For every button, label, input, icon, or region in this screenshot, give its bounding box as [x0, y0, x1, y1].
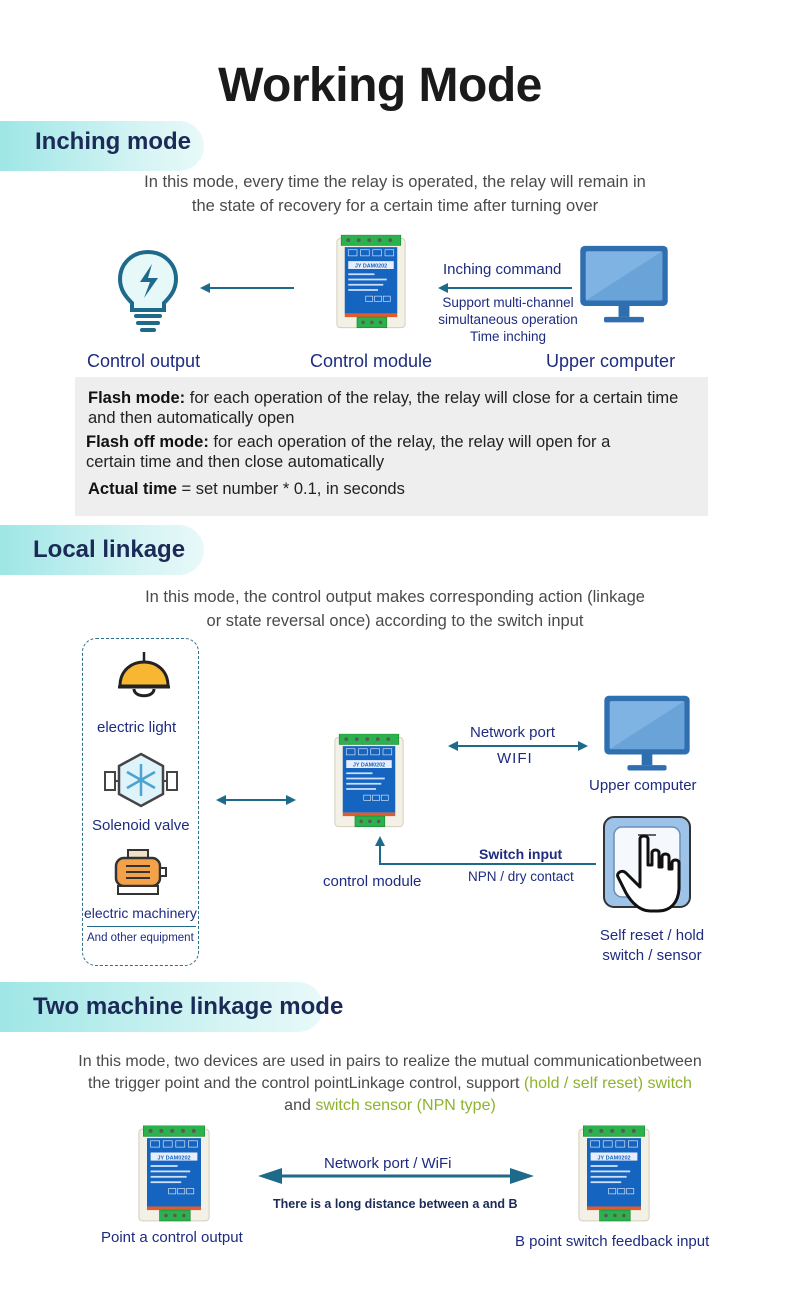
flash-mode-definition: Flash mode: for each operation of the re…	[88, 388, 698, 428]
electric-light-label: electric light	[97, 719, 177, 736]
double-arrow-a-b	[258, 1168, 534, 1184]
touch-switch-icon	[603, 816, 691, 913]
control-output-label: Control output	[87, 351, 201, 371]
arrow-inching-command	[438, 283, 572, 293]
flash-mode-label: Flash mode:	[88, 389, 186, 407]
switch-input-label: Switch input	[479, 846, 563, 862]
self-reset-line-1: Self reset / hold	[599, 927, 705, 944]
sensor-type-highlight: switch sensor (NPN type)	[315, 1097, 496, 1114]
two-machine-section-title: Two machine linkage mode	[33, 993, 344, 1020]
switch-input-connector	[375, 836, 596, 865]
self-reset-line-2: switch / sensor	[602, 947, 702, 964]
support-line-1: Support multi-channel	[442, 295, 574, 310]
description-l2-text: the trigger point and the control pointL…	[88, 1075, 524, 1092]
two-machine-section-header	[0, 982, 323, 1032]
point-a-label: Point a control output	[101, 1229, 243, 1246]
monitor-icon	[600, 694, 694, 774]
page-title: Working Mode	[218, 59, 542, 112]
flash-off-text-1: for each operation of the relay, the rel…	[208, 433, 611, 451]
flash-off-text-2: certain time and then close automaticall…	[86, 453, 385, 471]
wifi-label: WIFI	[497, 750, 533, 767]
description-l3-text: and	[284, 1097, 316, 1114]
double-arrow-network	[448, 741, 588, 751]
electric-machinery-label: electric machinery	[84, 905, 197, 921]
flash-mode-text-1: for each operation of the relay, the rel…	[185, 389, 679, 407]
other-equipment-label: And other equipment	[87, 932, 194, 944]
double-arrow-equipment	[216, 795, 296, 805]
divider	[87, 926, 196, 927]
inching-command-label: Inching command	[443, 261, 562, 278]
support-line-3: Time inching	[469, 329, 547, 344]
npn-dry-contact-label: NPN / dry contact	[468, 869, 574, 884]
two-machine-description: In this mode, two devices are used in pa…	[30, 1051, 750, 1117]
inching-mode-definitions	[75, 377, 708, 516]
local-description-line-1: In this mode, the control output makes c…	[145, 588, 645, 606]
relay-module-b-image	[578, 1120, 650, 1230]
inching-description: In this mode, every time the relay is op…	[40, 170, 750, 218]
self-reset-switch-label: Self reset / hold switch / sensor	[592, 926, 712, 966]
lightbulb-icon	[117, 249, 179, 332]
upper-computer-label: Upper computer	[546, 351, 676, 371]
relay-module-image	[336, 230, 406, 336]
inching-section-header	[0, 121, 204, 171]
inching-support-note: Support multi-channel simultaneous opera…	[430, 294, 586, 345]
control-module-label: Control module	[310, 351, 433, 371]
network-port-label: Network port	[470, 724, 556, 741]
two-machine-description-line-2: the trigger point and the control pointL…	[30, 1073, 750, 1095]
solenoid-valve-icon	[104, 752, 178, 808]
actual-time-text: = set number * 0.1, in seconds	[176, 480, 405, 498]
point-b-label: B point switch feedback input	[515, 1233, 710, 1250]
relay-module-image	[334, 728, 404, 836]
network-port-wifi-label: Network port / WiFi	[324, 1155, 452, 1172]
arrow-to-output	[200, 283, 294, 293]
inching-section-title: Inching mode	[35, 128, 191, 155]
inching-description-line-1: In this mode, every time the relay is op…	[144, 173, 646, 191]
control-module-label: control module	[323, 873, 422, 890]
two-machine-description-line-1: In this mode, two devices are used in pa…	[78, 1053, 702, 1070]
inching-description-line-2: the state of recovery for a certain time…	[191, 197, 599, 215]
upper-computer-label: Upper computer	[589, 777, 697, 794]
electric-machinery-icon	[114, 849, 167, 895]
relay-module-a-image	[138, 1120, 210, 1230]
solenoid-valve-label: Solenoid valve	[92, 817, 190, 834]
distance-note: There is a long distance between a and B	[273, 1197, 518, 1211]
local-description: In this mode, the control output makes c…	[40, 585, 750, 633]
flash-mode-text-2: and then automatically open	[88, 409, 295, 427]
two-machine-description-line-3: and switch sensor (NPN type)	[30, 1095, 750, 1117]
equipment-group	[82, 638, 199, 966]
local-description-line-2: or state reversal once) according to the…	[206, 612, 584, 630]
switch-type-highlight: (hold / self reset) switch	[523, 1075, 692, 1092]
actual-time-definition: Actual time = set number * 0.1, in secon…	[88, 479, 698, 499]
flash-off-label: Flash off mode:	[86, 433, 209, 451]
lamp-icon	[118, 652, 170, 698]
local-section-header	[0, 525, 204, 575]
support-line-2: simultaneous operation	[438, 312, 578, 327]
actual-time-label: Actual time	[88, 480, 177, 498]
monitor-icon	[575, 244, 673, 326]
flash-off-definition: Flash off mode: for each operation of th…	[86, 432, 696, 472]
local-section-title: Local linkage	[33, 536, 186, 563]
